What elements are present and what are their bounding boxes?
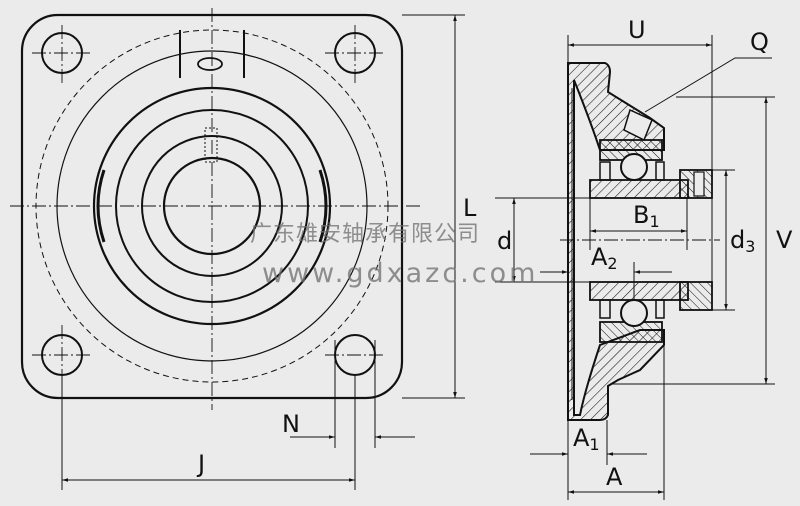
label-d: d [497, 227, 513, 255]
housing-section [567, 62, 665, 421]
label-B1-sub: 1 [649, 212, 660, 231]
label-B1: B1 [633, 203, 660, 230]
label-U: U [628, 16, 646, 44]
watermark-company: 广东雄安轴承有限公司 [250, 222, 481, 247]
label-L: L [463, 194, 477, 222]
label-V: V [776, 226, 793, 254]
label-J: J [198, 450, 206, 478]
inner-ring [589, 179, 689, 199]
front-view [10, 8, 465, 490]
grease-nipple-section [623, 108, 653, 142]
label-A2-sub: 2 [607, 254, 618, 273]
label-A2: A2 [591, 245, 618, 272]
label-B1-main: B [633, 201, 650, 229]
label-A: A [606, 463, 623, 491]
label-d3-sub: 3 [745, 237, 756, 256]
dimension-L [402, 14, 465, 399]
watermark-website: www.gdxazc.com [262, 258, 539, 289]
centerlines [10, 8, 420, 410]
label-A1-main: A [573, 424, 590, 452]
label-A1: A1 [573, 426, 600, 453]
dimension-J [61, 375, 356, 490]
dimension-N [290, 340, 415, 448]
label-A1-sub: 1 [589, 435, 600, 454]
label-A2-main: A [591, 243, 608, 271]
label-d3: d3 [730, 228, 755, 255]
label-Q: Q [750, 28, 769, 56]
grease-nipple [197, 57, 223, 71]
section-view [495, 35, 775, 500]
label-d3-main: d [730, 226, 746, 254]
label-N: N [282, 410, 300, 438]
ball [620, 153, 648, 181]
